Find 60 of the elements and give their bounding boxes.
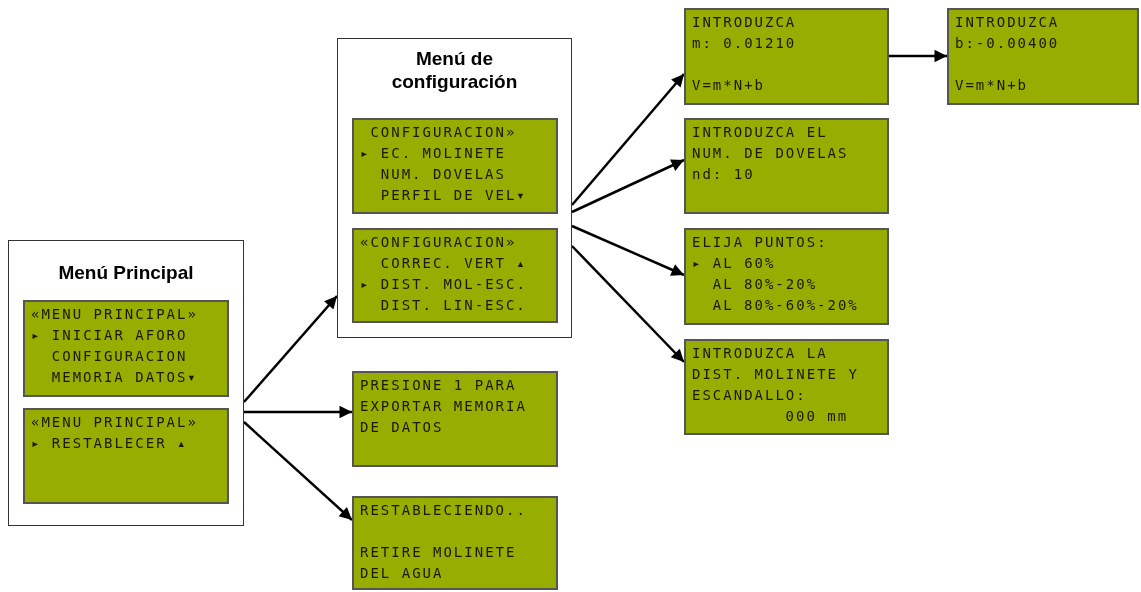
lcd-screen [352,496,558,590]
arrow [571,73,685,206]
lcd-text-line: PERFIL DE VEL▾ [380,186,527,205]
lcd-text-line: ▸ DIST. MOL-ESC. [360,275,527,294]
lcd-text-line: NUM. DE DOVELAS [692,144,849,163]
lcd-screen [23,300,229,397]
lcd-text-line: ▸ AL 60% [692,254,776,273]
lcd-screen [23,408,229,504]
lcd-text-line: b:-0.00400 [955,34,1060,53]
panel-title: Menú de configuración [390,47,519,93]
lcd-text-line: DIST. MOLINETE Y [692,365,859,384]
lcd-text-line: CORREC. VERT ▴ [380,254,527,273]
lcd-text-line: INTRODUZCA EL [692,123,828,142]
lcd-text-line: ELIJA PUNTOS: [692,233,828,252]
lcd-text-line: ▸ INICIAR AFORO [31,326,188,345]
lcd-text-line: RETIRE MOLINETE [360,543,517,562]
lcd-screen [352,118,558,214]
lcd-text-line: RESTABLECIENDO.. [360,501,527,520]
lcd-text-line: AL 80%-60%-20% [712,296,859,315]
lcd-screen [352,371,558,467]
arrow [243,421,353,521]
lcd-screen [947,8,1139,105]
lcd-text-line: DIST. LIN-ESC. [380,296,527,315]
lcd-text-line: EXPORTAR MEMORIA [360,397,527,416]
lcd-text-line: CONFIGURACION [51,347,188,366]
lcd-text-line: INTRODUZCA [692,13,797,32]
lcd-screen [352,228,558,323]
lcd-text-line: «MENU PRINCIPAL» [31,413,198,432]
lcd-text-line: MEMORIA DATOS▾ [51,368,198,387]
panel-title: Menú Principal [57,261,195,284]
lcd-text-line: INTRODUZCA LA [692,344,828,363]
lcd-text-line: CONFIGURACION» [370,123,517,142]
lcd-text-line: DEL AGUA [360,564,444,583]
arrow [571,158,685,214]
lcd-text-line: nd: 10 [692,165,755,184]
arrow [571,224,685,277]
lcd-text-line: «MENU PRINCIPAL» [31,305,198,324]
lcd-text-line: «CONFIGURACION» [360,233,517,252]
menu-panel [8,240,244,526]
lcd-screen [684,118,889,214]
lcd-text-line: ESCANDALLO: [692,386,807,405]
lcd-screen [684,8,889,105]
lcd-screen [684,228,889,325]
lcd-text-line: DE DATOS [360,418,444,437]
lcd-text-line: 000 mm [785,407,849,426]
lcd-text-line: V=m*N+b [955,76,1028,95]
lcd-text-line: NUM. DOVELAS [380,165,506,184]
lcd-text-line: PRESIONE 1 PARA [360,376,517,395]
arrow [243,295,338,403]
lcd-text-line: m: 0.01210 [692,34,797,53]
arrow [571,245,685,363]
arrow [889,49,947,63]
lcd-text-line: ▸ RESTABLECER ▴ [31,434,188,453]
arrow [244,405,352,419]
menu-panel [337,38,572,338]
lcd-text-line: ▸ EC. MOLINETE [360,144,506,163]
lcd-text-line: V=m*N+b [692,76,765,95]
lcd-text-line: AL 80%-20% [712,275,818,294]
lcd-screen [684,339,889,435]
lcd-text-line: INTRODUZCA [955,13,1060,32]
